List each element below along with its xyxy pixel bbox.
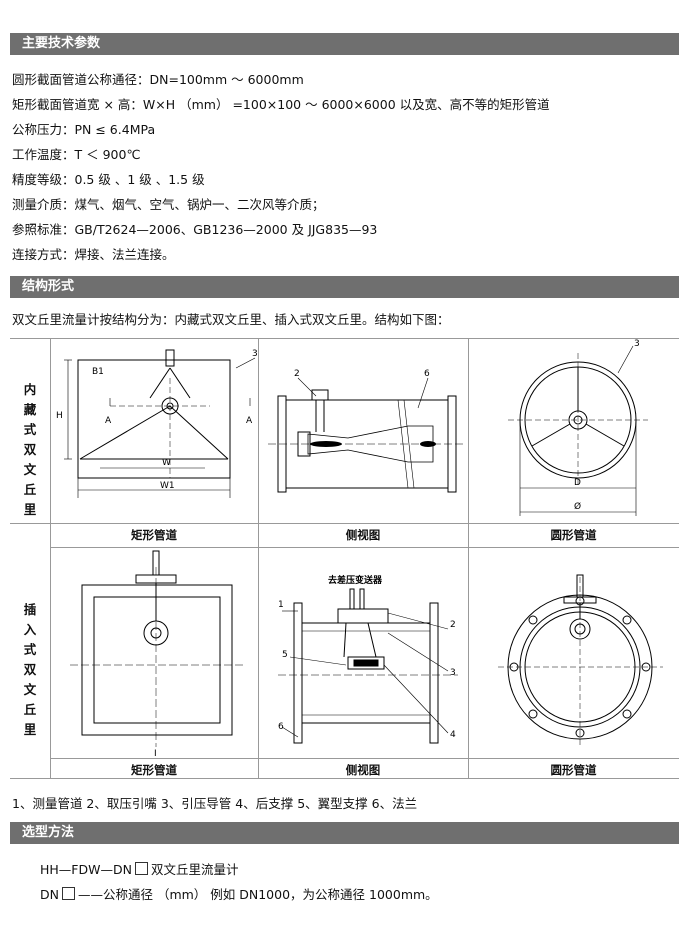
section-header-select: 选型方法: [10, 822, 679, 844]
grid-line: [10, 523, 679, 524]
drawing-embedded-side: 2 6: [268, 369, 463, 493]
caption-side: 侧视图: [345, 763, 381, 777]
blank-box: [61, 887, 75, 900]
svg-text:H: H: [56, 411, 63, 421]
row-label-embedded: 内藏式双文丘里: [23, 382, 37, 517]
grid-line: [50, 758, 679, 759]
svg-text:I: I: [154, 749, 157, 759]
svg-text:D: D: [574, 478, 581, 488]
grid-line: [50, 338, 51, 778]
select-model-line: HH—FDW—DN 双文丘里流量计: [40, 859, 238, 878]
svg-text:A: A: [105, 416, 112, 426]
svg-text:W1: W1: [160, 481, 175, 491]
svg-text:W: W: [162, 458, 171, 468]
tech-line: 测量介质：煤气、烟气、空气、锅炉一、二次风等介质；: [12, 197, 325, 212]
svg-text:2: 2: [294, 369, 300, 379]
select-dn-line: DN ——公称通径 （mm） 例如 DN1000，为公称通径 1000mm。: [40, 884, 438, 903]
drawing-insertion-rect: I: [70, 550, 245, 759]
grid-line: [10, 338, 679, 339]
drawing-insertion-round: [498, 574, 663, 747]
svg-text:6: 6: [278, 722, 284, 732]
tech-line: 连接方式：焊接、法兰连接。: [12, 247, 175, 262]
drawing-embedded-round: D Ø 3: [508, 339, 648, 516]
caption-round: 圆形管道: [550, 763, 597, 777]
svg-text:Ø: Ø: [574, 501, 581, 512]
svg-text:2: 2: [450, 620, 456, 630]
transmitter-label: 去差压变送器: [328, 574, 383, 586]
drawing-insertion-side: 去差压变送器 1 2 3 4 5 6: [278, 574, 458, 744]
svg-text:6: 6: [424, 369, 430, 379]
svg-text:3: 3: [252, 349, 258, 359]
structure-intro: 双文丘里流量计按结构分为：内藏式双文丘里、插入式双文丘里。结构如下图：: [12, 312, 450, 327]
svg-text:3: 3: [450, 668, 456, 678]
svg-text:1: 1: [278, 600, 284, 610]
svg-text:5: 5: [282, 650, 288, 660]
tech-line: 工作温度：T ＜ 900℃: [12, 147, 141, 162]
section-header-tech: 主要技术参数: [10, 33, 679, 55]
blank-box: [134, 862, 148, 875]
drawing-embedded-rect: B1 H A A W W1 3: [56, 349, 258, 498]
grid-line: [258, 338, 259, 778]
structure-figure-grid: 内藏式双文丘里 插入式双文丘里 矩形管道 侧视图 圆形管道 矩形管道 侧视图 圆…: [10, 338, 679, 779]
svg-text:3: 3: [634, 339, 640, 349]
grid-line: [50, 547, 679, 548]
svg-text:A: A: [246, 416, 253, 426]
model-prefix: HH—FDW—DN: [40, 862, 132, 877]
dn-suffix: ——公称通径 （mm） 例如 DN1000，为公称通径 1000mm。: [77, 887, 438, 902]
row-label-insertion: 插入式双文丘里: [23, 602, 37, 737]
caption-rect: 矩形管道: [131, 528, 177, 542]
caption-side: 侧视图: [345, 528, 381, 542]
tech-line: 圆形截面管道公称通径：DN=100mm ～ 6000mm: [12, 72, 304, 87]
grid-line: [10, 778, 679, 779]
svg-text:4: 4: [450, 730, 456, 740]
tech-line: 矩形截面管道宽 × 高：W×H （mm） =100×100 ～ 6000×600…: [12, 97, 550, 112]
tech-line: 精度等级：0.5 级 、1 级 、1.5 级: [12, 172, 205, 187]
grid-line: [468, 338, 469, 778]
tech-line: 公称压力：PN ≤ 6.4MPa: [12, 122, 156, 137]
caption-round: 圆形管道: [550, 528, 597, 542]
svg-text:B1: B1: [92, 367, 104, 377]
tech-line: 参照标准：GB/T2624—2006、GB1236—2000 及 JJG835—…: [12, 222, 378, 237]
section-header-structure: 结构形式: [10, 276, 679, 298]
caption-rect: 矩形管道: [131, 763, 177, 777]
parts-legend: 1、测量管道 2、取压引嘴 3、引压导管 4、后支撑 5、翼型支撑 6、法兰: [12, 796, 418, 811]
model-suffix: 双文丘里流量计: [150, 862, 239, 877]
dn-prefix: DN: [40, 887, 59, 902]
